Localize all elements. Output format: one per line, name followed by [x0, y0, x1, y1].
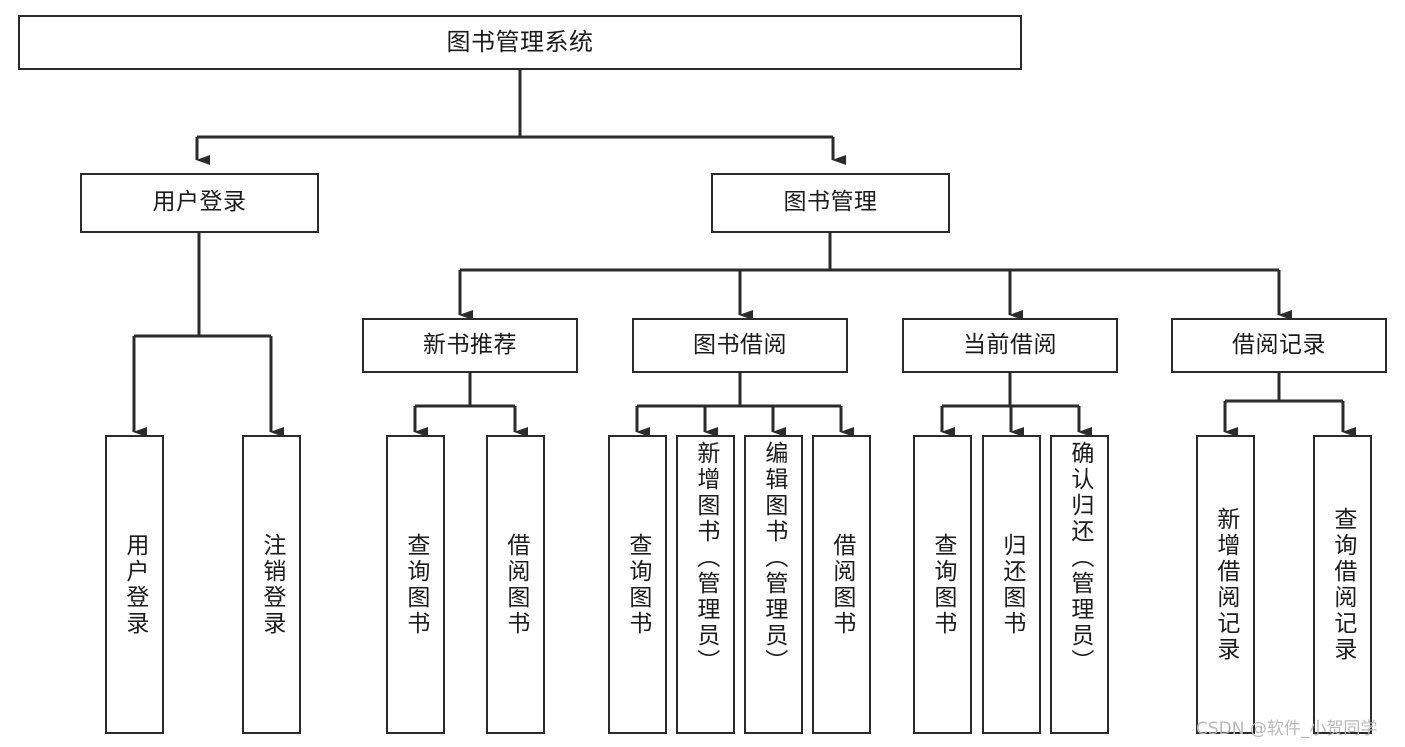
node-label-leaf-query-borrow-record: 查询借阅记录 — [1329, 506, 1356, 663]
node-leaf-query-book-2[interactable]: 查询图书 — [608, 435, 667, 734]
node-label-leaf-borrow-book-2: 借阅图书 — [828, 532, 855, 637]
node-label-leaf-query-book-2: 查询图书 — [624, 532, 651, 637]
node-user-login[interactable]: 用户登录 — [80, 173, 319, 233]
node-leaf-return-book[interactable]: 归还图书 — [982, 435, 1041, 734]
node-leaf-query-borrow-record[interactable]: 查询借阅记录 — [1313, 435, 1372, 734]
node-leaf-borrow-book-2[interactable]: 借阅图书 — [812, 435, 871, 734]
node-root-book-management-system[interactable]: 图书管理系统 — [18, 15, 1022, 70]
node-new-book-recommend[interactable]: 新书推荐 — [362, 318, 578, 373]
node-label-new-book-recommend: 新书推荐 — [423, 331, 517, 358]
node-label-leaf-logout-login: 注销登录 — [258, 532, 285, 637]
node-current-borrow[interactable]: 当前借阅 — [902, 318, 1118, 373]
node-label-borrow-record: 借阅记录 — [1232, 331, 1326, 358]
node-label-leaf-query-book-3: 查询图书 — [929, 532, 956, 637]
node-label-leaf-query-book-1: 查询图书 — [402, 532, 429, 637]
node-label-leaf-add-book-admin: 新增图书（管理员） — [692, 441, 719, 675]
node-label-book-manage: 图书管理 — [783, 189, 878, 216]
node-label-current-borrow: 当前借阅 — [963, 331, 1057, 358]
node-leaf-add-borrow-record[interactable]: 新增借阅记录 — [1196, 435, 1255, 734]
node-borrow-record[interactable]: 借阅记录 — [1171, 318, 1387, 373]
node-leaf-add-book-admin[interactable]: 新增图书（管理员） — [676, 435, 735, 734]
node-label-root: 图书管理系统 — [446, 28, 594, 57]
node-leaf-user-login[interactable]: 用户登录 — [105, 435, 164, 734]
node-label-user-login: 用户登录 — [152, 189, 247, 216]
node-book-borrow[interactable]: 图书借阅 — [632, 318, 848, 373]
node-leaf-borrow-book-1[interactable]: 借阅图书 — [486, 435, 545, 734]
node-label-leaf-add-borrow-record: 新增借阅记录 — [1212, 506, 1239, 663]
node-leaf-query-book-3[interactable]: 查询图书 — [913, 435, 972, 734]
node-label-book-borrow: 图书借阅 — [693, 331, 787, 358]
node-book-manage[interactable]: 图书管理 — [711, 173, 950, 233]
node-leaf-logout-login[interactable]: 注销登录 — [242, 435, 301, 734]
node-leaf-confirm-return-admin[interactable]: 确认归还（管理员） — [1050, 435, 1109, 734]
node-leaf-query-book-1[interactable]: 查询图书 — [386, 435, 445, 734]
node-label-leaf-return-book: 归还图书 — [998, 532, 1025, 637]
node-leaf-edit-book-admin[interactable]: 编辑图书（管理员） — [744, 435, 803, 734]
node-label-leaf-borrow-book-1: 借阅图书 — [502, 532, 529, 637]
node-label-leaf-user-login: 用户登录 — [121, 532, 148, 637]
node-label-leaf-edit-book-admin: 编辑图书（管理员） — [760, 441, 787, 675]
node-label-leaf-confirm-return-admin: 确认归还（管理员） — [1066, 441, 1093, 675]
